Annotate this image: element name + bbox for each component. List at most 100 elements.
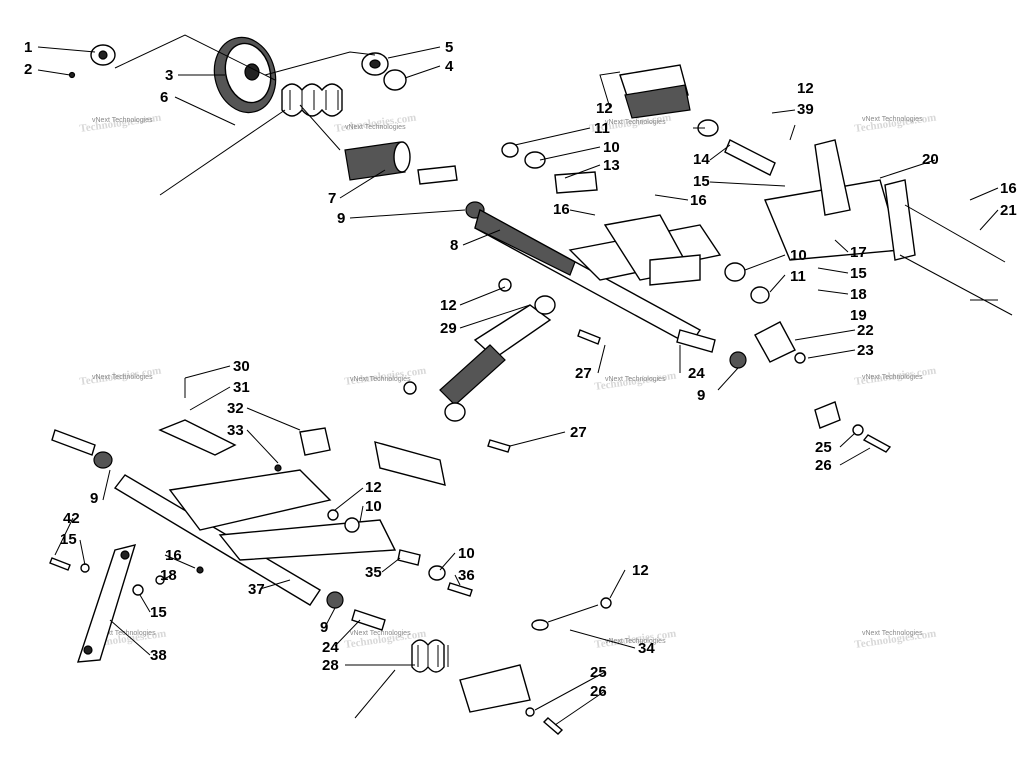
part-bushing-9-right xyxy=(729,351,747,369)
watermark-text: vNext Technologies xyxy=(92,374,153,381)
callout-11a: 11 xyxy=(594,120,610,137)
callout-10d: 10 xyxy=(458,545,475,562)
callout-9a: 9 xyxy=(337,210,345,227)
callout-8: 8 xyxy=(450,237,458,254)
part-bracket-32 xyxy=(299,427,331,456)
part-bracket-31 xyxy=(158,419,237,456)
callout-36: 36 xyxy=(458,567,475,584)
part-bolt-42 xyxy=(49,557,71,571)
callout-11b: 11 xyxy=(790,268,806,285)
callout-34: 34 xyxy=(638,640,655,657)
callout-27b: 27 xyxy=(570,424,587,441)
callout-15b: 15 xyxy=(850,265,867,282)
leader-lines xyxy=(37,34,999,726)
callout-15d: 15 xyxy=(150,604,167,621)
watermark-text: vNext Technologies xyxy=(605,376,666,383)
part-right-bracket xyxy=(764,139,916,261)
watermark: Technologies.com vNext Technologies xyxy=(854,365,937,388)
part-torsion-spring-lower xyxy=(354,639,449,719)
watermark-text: vNext Technologies xyxy=(862,116,923,123)
part-upper-bracket xyxy=(619,64,691,119)
watermark: Technologies.com vNext Technologies xyxy=(334,112,417,135)
part-sleeve-24-lower xyxy=(351,609,386,631)
watermark: Technologies.com vNext Technologies xyxy=(594,370,677,393)
callout-25a: 25 xyxy=(815,439,832,456)
part-sleeve-13 xyxy=(554,171,598,194)
part-bushing-9-lower xyxy=(326,591,344,609)
callout-6: 6 xyxy=(160,89,168,106)
callout-25b: 25 xyxy=(590,664,607,681)
part-bushing-11-right xyxy=(750,286,770,304)
callout-2: 2 xyxy=(24,61,32,78)
callout-24a: 24 xyxy=(688,365,705,382)
callout-21: 21 xyxy=(1000,202,1017,219)
part-bushing-5 xyxy=(361,52,389,76)
callout-5: 5 xyxy=(445,39,453,56)
callout-16d: 16 xyxy=(165,547,182,564)
callout-10a: 10 xyxy=(603,139,620,156)
watermark-text: vNext Technologies xyxy=(862,374,923,381)
callout-12e: 12 xyxy=(632,562,649,579)
part-plate-22 xyxy=(754,321,796,363)
watermark: Technologies.com vNext Technologies xyxy=(79,365,162,388)
callout-27a: 27 xyxy=(575,365,592,382)
part-bushing-11 xyxy=(501,142,519,158)
callout-35: 35 xyxy=(365,564,382,581)
part-nut-18 xyxy=(155,575,165,585)
callout-3: 3 xyxy=(165,67,173,84)
callout-33: 33 xyxy=(227,422,244,439)
part-lower-mount xyxy=(374,441,446,486)
watermark-text: vNext Technologies xyxy=(350,376,411,383)
callout-16b: 16 xyxy=(690,192,707,209)
watermark: Technologies.com vNext Technologies xyxy=(854,112,937,135)
callout-13: 13 xyxy=(603,157,620,174)
callout-4: 4 xyxy=(445,58,454,75)
part-nut-12-eyebolt xyxy=(600,597,612,609)
callout-9d: 9 xyxy=(320,619,328,636)
part-sleeve-left xyxy=(51,429,96,456)
part-clip-16 xyxy=(196,566,204,574)
callout-12d: 12 xyxy=(365,479,382,496)
part-bolt-27-lower xyxy=(487,439,511,453)
callout-32: 32 xyxy=(227,400,244,417)
callout-29: 29 xyxy=(440,320,457,337)
part-bolt-27-upper xyxy=(577,329,601,345)
callout-12c: 12 xyxy=(440,297,457,314)
callout-9c: 9 xyxy=(90,490,98,507)
callout-24b: 24 xyxy=(322,639,339,656)
part-bushing-10 xyxy=(524,151,546,169)
callout-7: 7 xyxy=(328,190,336,207)
watermark-text: vNext Technologies xyxy=(92,117,153,124)
watermark-text: vNext Technologies xyxy=(862,630,923,637)
part-bushing-1 xyxy=(90,44,116,66)
callout-30: 30 xyxy=(233,358,250,375)
callout-10c: 10 xyxy=(365,498,382,515)
part-torsion-spring-upper xyxy=(159,83,343,196)
callout-16c: 16 xyxy=(1000,180,1017,197)
part-bolt-26-lower xyxy=(542,717,564,735)
watermark-text: vNext Technologies xyxy=(345,124,406,131)
part-tube xyxy=(417,165,458,185)
part-plate-lower xyxy=(814,401,841,429)
callout-38: 38 xyxy=(150,647,167,664)
callout-9b: 9 xyxy=(697,387,705,404)
part-washer-25-lower xyxy=(525,707,535,717)
watermark-text: vNext Technologies xyxy=(605,119,666,126)
callout-28: 28 xyxy=(322,657,339,674)
part-upper-arm-frame xyxy=(568,214,722,286)
callout-20: 20 xyxy=(922,151,939,168)
part-washer-15-link xyxy=(132,584,144,596)
callout-12a: 12 xyxy=(596,100,613,117)
watermark-text: vNext Technologies xyxy=(605,638,666,645)
part-sleeve-24 xyxy=(676,329,716,353)
callout-15c: 15 xyxy=(60,531,77,548)
part-link-38 xyxy=(77,544,137,663)
part-washer-15-left xyxy=(80,563,90,573)
part-sleeve-14 xyxy=(724,139,776,176)
part-bolt-26 xyxy=(862,434,892,453)
part-lower-bracket xyxy=(459,664,531,713)
part-bushing-10-lower xyxy=(344,517,360,533)
part-eye-bolt-34 xyxy=(531,604,599,631)
callout-26b: 26 xyxy=(590,683,607,700)
